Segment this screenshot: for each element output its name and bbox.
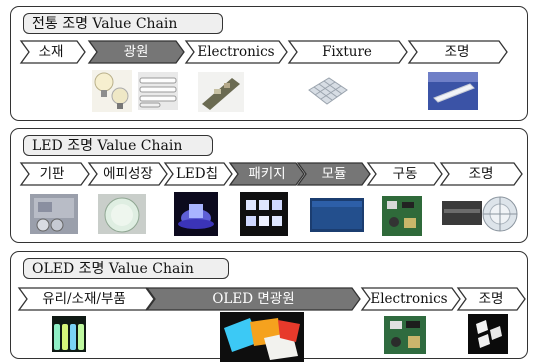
light-bulbs-photo: [92, 70, 132, 112]
chevron-step-1: [19, 40, 86, 64]
panel-title: OLED 조명 Value Chain: [23, 258, 229, 279]
led-package-photo: [240, 192, 288, 236]
epi-wafer-photo: [98, 194, 146, 234]
step-label: 모듈: [321, 166, 347, 182]
step-label: 구동: [392, 166, 418, 182]
step-label: Electronics: [197, 44, 275, 60]
chevron-step-3: [184, 40, 288, 64]
step-label: 소재: [38, 44, 64, 60]
oled-panels-photo: [220, 312, 304, 362]
chevron-step-5: [296, 162, 371, 186]
step-label: 조명: [468, 166, 494, 182]
panel-title: 전통 조명 Value Chain: [23, 13, 223, 34]
substrate-wafer-photo: [30, 194, 78, 234]
step-label: 광원: [123, 44, 149, 60]
chevron-step-7: [439, 162, 523, 186]
step-label: 에피성장: [103, 166, 153, 182]
chevron-step-3: [360, 287, 461, 311]
step-label: OLED 면광원: [212, 291, 295, 307]
oled-materials-vials-photo: [52, 316, 86, 352]
step-label: Electronics: [370, 291, 448, 307]
ceiling-light-photo: [428, 72, 478, 110]
led-module-photo: [310, 198, 364, 232]
led-lamp-photo: [440, 195, 520, 233]
step-label: 유리/소재/부품: [42, 291, 126, 307]
step-label: 기판: [39, 166, 65, 182]
chevron-step-4: [287, 40, 408, 64]
chevron-step-1: [17, 287, 155, 311]
chevron-step-2: [87, 40, 185, 64]
chevron-step-5: [407, 40, 508, 64]
step-label: 조명: [478, 291, 504, 307]
chevron-step-2: [145, 287, 361, 311]
tube-lamps-photo: [138, 72, 178, 110]
chevron-step-2: [87, 162, 168, 186]
step-label: LED칩: [175, 166, 219, 182]
grid-fixture-photo: [305, 74, 351, 108]
led-chip-photo: [174, 192, 218, 236]
oled-driver-board-photo: [384, 316, 426, 354]
step-label: Fixture: [322, 44, 372, 60]
chevron-step-3: [163, 162, 233, 186]
panel-title: LED 조명 Value Chain: [23, 135, 213, 156]
oled-luminaire-photo: [468, 314, 508, 354]
step-label: 패키지: [248, 166, 286, 182]
driver-board-photo: [382, 196, 422, 236]
chevron-step-1: [19, 162, 90, 186]
step-label: 조명: [444, 44, 470, 60]
chevron-step-4: [228, 162, 305, 186]
circuit-board-photo: [198, 72, 244, 112]
chevron-step-4: [456, 287, 526, 311]
chevron-step-6: [366, 162, 443, 186]
